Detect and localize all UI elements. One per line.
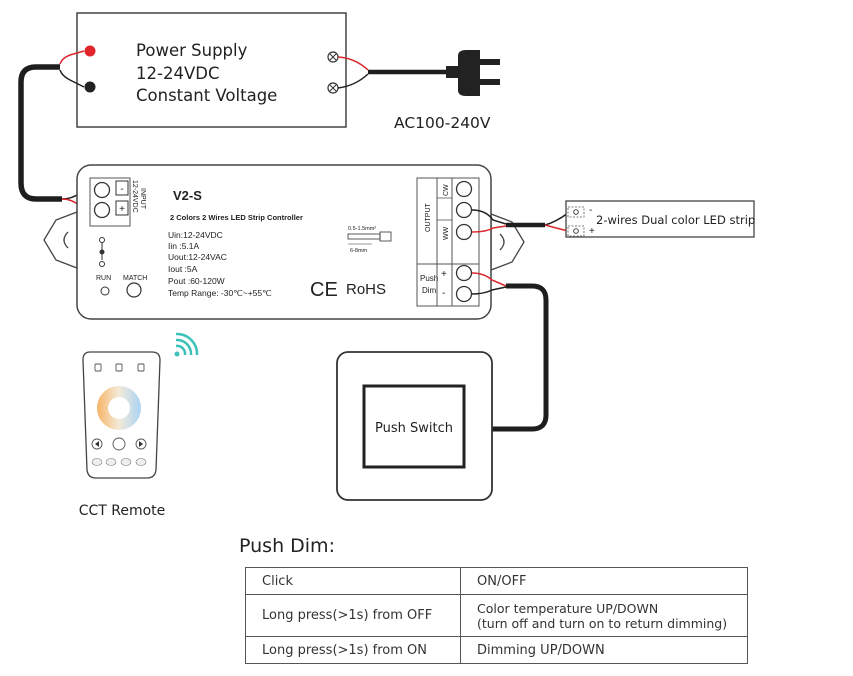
terminal-push-minus bbox=[455, 285, 473, 303]
power-supply-line2: 12-24VDC bbox=[136, 64, 219, 83]
ce-mark: CE bbox=[310, 279, 338, 301]
led-strip-minus: - bbox=[589, 205, 592, 216]
table-cell-note: (turn off and turn on to return dimming) bbox=[477, 615, 728, 631]
input-terminal-minus bbox=[93, 181, 111, 199]
plug-icon bbox=[458, 50, 480, 96]
terminal-out bbox=[455, 201, 473, 219]
spec-uout: Uout:12-24VAC bbox=[168, 252, 227, 262]
rohs-mark: RoHS bbox=[346, 281, 386, 298]
output-label: OUTPUT bbox=[425, 203, 432, 233]
ac-plug: AC100-240V bbox=[337, 50, 500, 132]
remote-label: CCT Remote bbox=[79, 503, 166, 519]
ps-positive-terminal bbox=[84, 45, 96, 57]
led-strip: - + 2-wires Dual color LED strip bbox=[565, 200, 755, 238]
cw-label: CW bbox=[443, 184, 450, 196]
wireless-signal-icon bbox=[174, 332, 199, 357]
table-row: Long press(>1s) from OFF Color temperatu… bbox=[245, 594, 748, 637]
input-terminal-plus bbox=[93, 201, 111, 219]
push-dim-plus: + bbox=[441, 269, 447, 280]
terminal-cw bbox=[455, 180, 473, 198]
table-cell-result: Color temperature UP/DOWN bbox=[477, 600, 659, 616]
table-row: Click ON/OFF bbox=[245, 567, 748, 595]
spec-iin: Iin :5.1A bbox=[168, 241, 200, 251]
remote-power-button[interactable] bbox=[112, 437, 126, 451]
push-switch-label: Push Switch bbox=[375, 421, 453, 436]
power-supply-line3: Constant Voltage bbox=[136, 86, 277, 105]
push-switch-wire bbox=[471, 272, 549, 432]
push-dim-minus: - bbox=[442, 288, 445, 299]
match-button[interactable] bbox=[126, 282, 142, 298]
terminal-ww bbox=[455, 223, 473, 241]
run-indicator bbox=[100, 286, 110, 296]
led-output-wire bbox=[471, 209, 569, 233]
cct-remote: CCT Remote bbox=[79, 351, 166, 519]
terminal-push-plus bbox=[455, 264, 473, 282]
spec-uin: Uin:12-24VDC bbox=[168, 230, 223, 240]
table-cell-action: Long press(>1s) from OFF bbox=[245, 594, 461, 637]
spec-iout: Iout :5A bbox=[168, 264, 198, 274]
push-dim-table: Click ON/OFF Long press(>1s) from OFF Co… bbox=[245, 567, 748, 664]
power-supply-line1: Power Supply bbox=[136, 41, 248, 60]
table-cell-action: Long press(>1s) from ON bbox=[245, 636, 461, 664]
input-minus-label: - bbox=[120, 184, 123, 195]
ps-negative-terminal bbox=[84, 81, 96, 93]
push-switch: Push Switch bbox=[336, 351, 493, 501]
input-label: INPUT bbox=[139, 188, 146, 210]
dim-label: Dim bbox=[422, 286, 437, 295]
wiring-diagram: Power Supply 12-24VDC Constant Voltage A… bbox=[18, 12, 755, 519]
run-label: RUN bbox=[96, 275, 111, 282]
led-strip-label: 2-wires Dual color LED strip bbox=[596, 213, 755, 227]
match-label: MATCH bbox=[123, 275, 147, 282]
wire-gauge-label: 0.5-1.5mm² bbox=[348, 226, 376, 232]
table-cell-action: Click bbox=[245, 567, 461, 595]
led-strip-plus: + bbox=[589, 226, 595, 237]
controller-model: V2-S bbox=[173, 188, 202, 203]
input-plus-label: + bbox=[119, 204, 125, 215]
spec-pout: Pout :60-120W bbox=[168, 276, 225, 286]
input-voltage-label: 12-24VDC bbox=[131, 180, 138, 213]
dc-input-wire bbox=[18, 50, 94, 211]
ww-label: WW bbox=[443, 226, 450, 240]
ac-voltage-label: AC100-240V bbox=[394, 114, 491, 132]
table-row: Long press(>1s) from ON Dimming UP/DOWN bbox=[245, 636, 748, 664]
power-supply: Power Supply 12-24VDC Constant Voltage bbox=[76, 12, 347, 128]
table-cell-result: ON/OFF bbox=[460, 567, 748, 595]
table-cell-result: Dimming UP/DOWN bbox=[460, 636, 748, 664]
push-label: Push bbox=[420, 274, 438, 283]
table-cell-result-group: Color temperature UP/DOWN (turn off and … bbox=[460, 594, 748, 637]
controller-subtitle: 2 Colors 2 Wires LED Strip Controller bbox=[170, 213, 303, 222]
push-dim-title: Push Dim: bbox=[239, 535, 335, 557]
controller: - + INPUT 12-24VDC RUN MATCH V2-S 2 Colo… bbox=[43, 164, 525, 320]
spec-temp: Temp Range: -30℃~+55℃ bbox=[168, 288, 272, 298]
push-switch-button[interactable] bbox=[362, 384, 466, 469]
strip-length-label: 6-8mm bbox=[350, 248, 368, 254]
